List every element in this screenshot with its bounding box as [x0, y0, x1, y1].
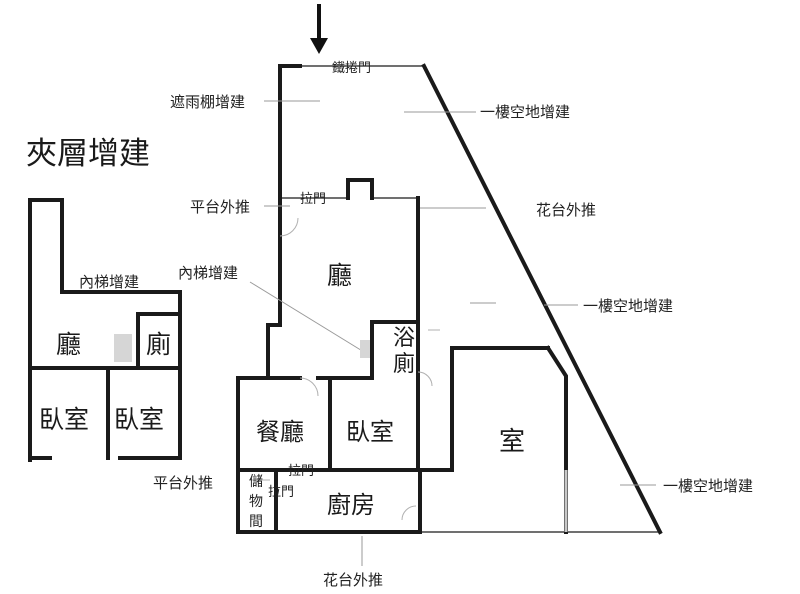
first-floor-vacant-label-1: 一樓空地增建: [480, 103, 570, 121]
bath-label: 浴: [393, 326, 415, 351]
storage-label-2: 物: [249, 494, 263, 510]
mezzanine-bedroom-left-label: 臥室: [39, 405, 89, 434]
sliding-door-low-label: 拉門: [268, 485, 294, 500]
platform-push-bottom-label: 平台外推: [153, 474, 213, 492]
storage-label-1: 儲: [249, 474, 263, 490]
planter-push-bottom-label: 花台外推: [323, 571, 383, 589]
mezzanine-inner-stair-label: 內梯增建: [79, 273, 139, 291]
arrow-down-icon: [310, 4, 328, 54]
platform-push-top-label: 平台外推: [190, 198, 250, 216]
mezzanine-plan: [28, 198, 182, 462]
bedroom-label: 臥室: [346, 418, 394, 446]
mezzanine-bedroom-right-label: 臥室: [114, 405, 164, 434]
mezzanine-title: 夾層增建: [26, 136, 150, 172]
storage-label-3: 間: [249, 514, 263, 530]
canopy-label: 遮雨棚增建: [170, 93, 245, 111]
first-floor-vacant-label-3: 一樓空地增建: [663, 477, 753, 495]
room-label: 室: [499, 427, 525, 457]
main-floor-plan: [236, 63, 663, 535]
rolling-door-label: 鐵捲門: [332, 60, 371, 76]
mezzanine-toilet-label: 廁: [146, 330, 171, 359]
sliding-door-top-label: 拉門: [300, 192, 326, 207]
kitchen-label: 廚房: [327, 491, 375, 519]
inner-stair-label: 內梯增建: [178, 264, 238, 282]
dining-label: 餐廳: [256, 418, 304, 446]
hall-label: 廳: [327, 261, 352, 290]
leader-lines: [264, 100, 656, 566]
first-floor-vacant-label-2: 一樓空地增建: [583, 297, 673, 315]
mezzanine-hall-label: 廳: [56, 330, 81, 359]
planter-push-right-label: 花台外推: [536, 201, 596, 219]
toilet-label: 廁: [393, 352, 415, 377]
sliding-door-mid-label: 拉門: [288, 464, 314, 479]
